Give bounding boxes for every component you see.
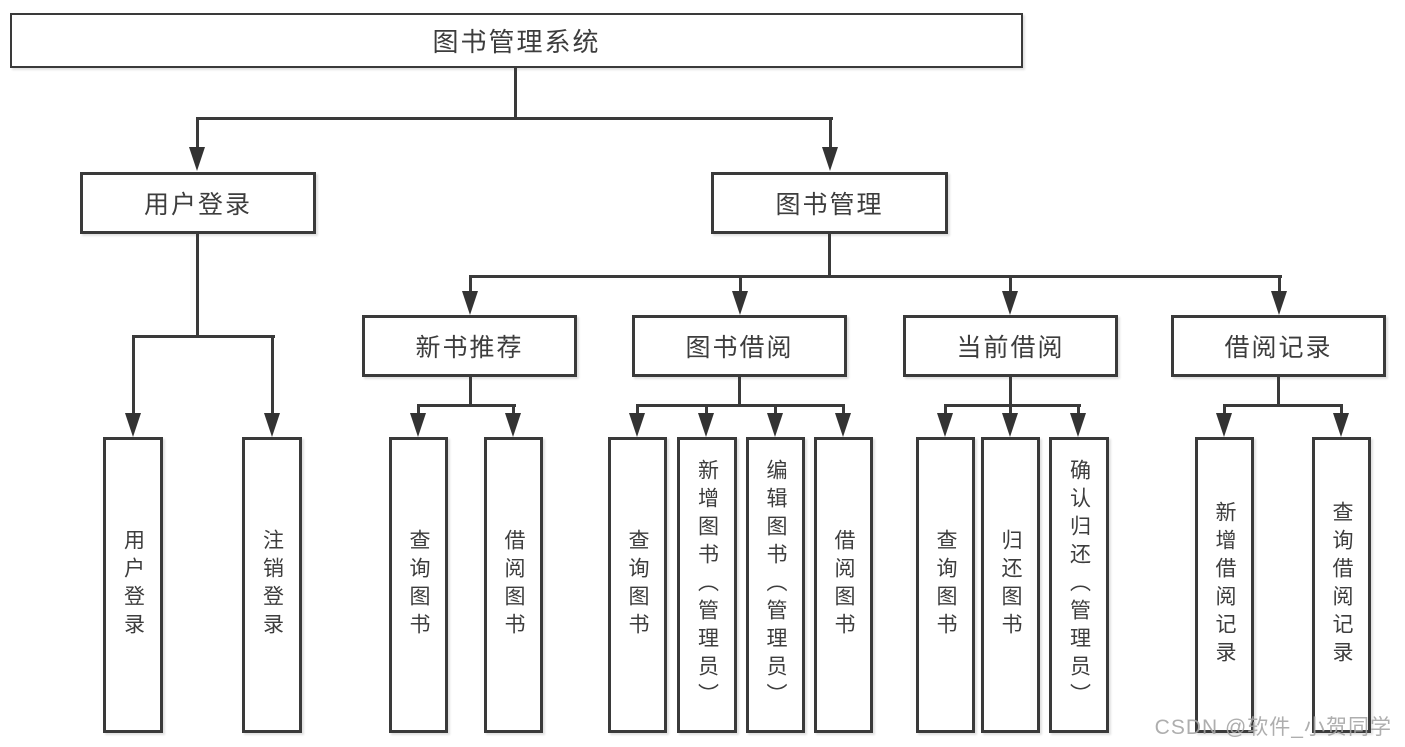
connector-line bbox=[512, 404, 515, 415]
node-label: 新增借阅记录 bbox=[1213, 501, 1236, 669]
connector-line bbox=[636, 404, 845, 407]
connector-line bbox=[944, 404, 947, 415]
node-label: 新增图书（管理员） bbox=[695, 459, 719, 711]
connector-line bbox=[1223, 404, 1226, 415]
connector-line bbox=[739, 275, 742, 297]
arrowhead-down-icon bbox=[1002, 413, 1018, 437]
connector-line bbox=[1009, 275, 1012, 297]
connector-line bbox=[417, 404, 420, 415]
connector-line bbox=[196, 117, 833, 120]
node-label: 确认归还（管理员） bbox=[1067, 459, 1091, 711]
leaf-borrow-books: 借阅图书 bbox=[814, 437, 873, 733]
arrowhead-down-icon bbox=[767, 413, 783, 437]
arrowhead-down-icon bbox=[1216, 413, 1232, 437]
connector-line bbox=[469, 275, 472, 297]
node-label: 注销登录 bbox=[260, 529, 284, 641]
arrowhead-down-icon bbox=[835, 413, 851, 437]
arrowhead-down-icon bbox=[462, 291, 478, 315]
arrowhead-down-icon bbox=[189, 147, 205, 171]
connector-line bbox=[1009, 404, 1012, 415]
leaf-logout: 注销登录 bbox=[242, 437, 302, 733]
node-label: 借阅记录 bbox=[1224, 334, 1333, 362]
node-label: 用户登录 bbox=[143, 191, 252, 219]
node-book-management: 图书管理 bbox=[711, 172, 948, 234]
connector-line bbox=[196, 117, 199, 151]
arrowhead-down-icon bbox=[937, 413, 953, 437]
arrowhead-down-icon bbox=[732, 291, 748, 315]
node-borrowing-records: 借阅记录 bbox=[1171, 315, 1386, 377]
node-library-management-system: 图书管理系统 bbox=[10, 13, 1023, 68]
node-label: 查询图书 bbox=[934, 529, 957, 641]
connector-line bbox=[514, 68, 517, 119]
arrowhead-down-icon bbox=[1070, 413, 1086, 437]
leaf-user-login: 用户登录 bbox=[103, 437, 163, 733]
node-new-book-recommendation: 新书推荐 bbox=[362, 315, 577, 377]
connector-line bbox=[469, 377, 472, 407]
node-label: 图书管理系统 bbox=[432, 27, 601, 57]
node-label: 查询图书 bbox=[626, 529, 649, 641]
arrowhead-down-icon bbox=[125, 413, 141, 437]
leaf-borrow-books-recommend: 借阅图书 bbox=[484, 437, 543, 733]
connector-line bbox=[469, 275, 1282, 278]
connector-line bbox=[1340, 404, 1343, 415]
connector-line bbox=[132, 335, 135, 415]
node-book-borrowing: 图书借阅 bbox=[632, 315, 847, 377]
arrowhead-down-icon bbox=[822, 147, 838, 171]
node-current-borrowing: 当前借阅 bbox=[903, 315, 1118, 377]
leaf-query-books-current: 查询图书 bbox=[916, 437, 975, 733]
node-label: 编辑图书（管理员） bbox=[764, 459, 787, 711]
connector-line bbox=[829, 117, 832, 151]
leaf-query-books-borrowing: 查询图书 bbox=[608, 437, 667, 733]
node-label: 新书推荐 bbox=[415, 334, 524, 362]
leaf-return-books: 归还图书 bbox=[981, 437, 1040, 733]
connector-line bbox=[1009, 377, 1012, 407]
connector-line bbox=[842, 404, 845, 415]
arrowhead-down-icon bbox=[629, 413, 645, 437]
connector-line bbox=[1223, 404, 1343, 407]
arrowhead-down-icon bbox=[1271, 291, 1287, 315]
node-label: 借阅图书 bbox=[502, 529, 525, 641]
arrowhead-down-icon bbox=[698, 413, 714, 437]
node-label: 当前借阅 bbox=[956, 334, 1065, 362]
connector-line bbox=[271, 335, 274, 415]
connector-line bbox=[774, 404, 777, 415]
connector-line bbox=[636, 404, 639, 415]
leaf-query-books-recommend: 查询图书 bbox=[389, 437, 448, 733]
connector-line bbox=[417, 404, 516, 407]
leaf-confirm-return-admin: 确认归还（管理员） bbox=[1049, 437, 1109, 733]
leaf-add-borrow-record: 新增借阅记录 bbox=[1195, 437, 1254, 733]
connector-line bbox=[705, 404, 708, 415]
node-user-login: 用户登录 bbox=[80, 172, 316, 234]
connector-line bbox=[944, 404, 1081, 407]
arrowhead-down-icon bbox=[264, 413, 280, 437]
node-label: 图书借阅 bbox=[685, 334, 794, 362]
node-label: 用户登录 bbox=[121, 529, 145, 641]
arrowhead-down-icon bbox=[1002, 291, 1018, 315]
csdn-watermark: CSDN @软件_小贺同学 bbox=[1154, 716, 1392, 739]
leaf-add-book-admin: 新增图书（管理员） bbox=[677, 437, 737, 733]
arrowhead-down-icon bbox=[410, 413, 426, 437]
node-label: 归还图书 bbox=[999, 529, 1022, 641]
arrowhead-down-icon bbox=[1333, 413, 1349, 437]
leaf-query-borrow-record: 查询借阅记录 bbox=[1312, 437, 1371, 733]
connector-line bbox=[1277, 377, 1280, 407]
connector-line bbox=[132, 335, 275, 338]
node-label: 查询图书 bbox=[407, 529, 430, 641]
connector-line bbox=[1077, 404, 1080, 415]
arrowhead-down-icon bbox=[505, 413, 521, 437]
connector-line bbox=[196, 234, 199, 338]
leaf-edit-book-admin: 编辑图书（管理员） bbox=[746, 437, 805, 733]
connector-line bbox=[828, 234, 831, 278]
connector-line bbox=[1278, 275, 1281, 297]
node-label: 借阅图书 bbox=[832, 529, 855, 641]
node-label: 图书管理 bbox=[775, 191, 884, 219]
node-label: 查询借阅记录 bbox=[1330, 501, 1353, 669]
connector-line bbox=[738, 377, 741, 407]
